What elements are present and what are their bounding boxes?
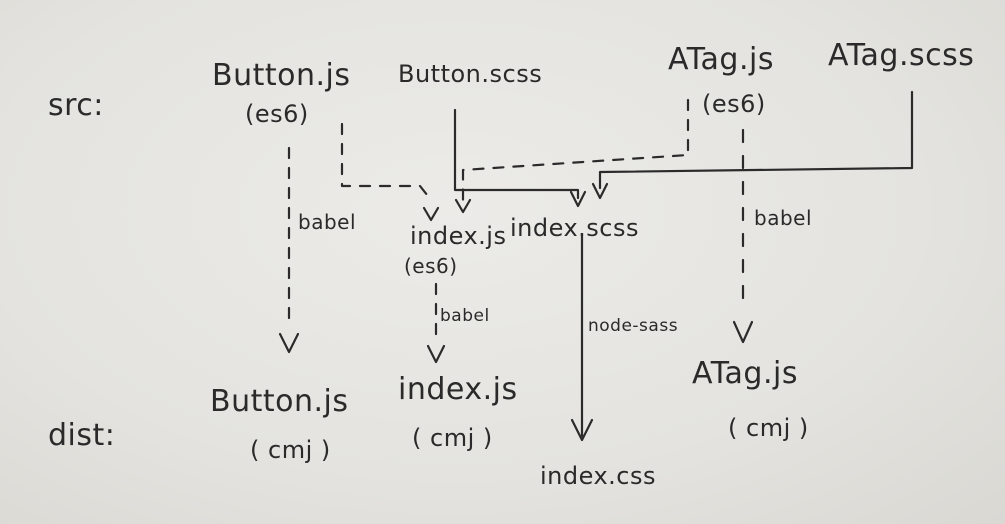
mid-index-scss: index.scss	[510, 214, 639, 242]
src-atag-js: ATag.js	[668, 42, 774, 77]
dist-index-css: index.css	[540, 462, 656, 490]
src-atag-js-note: (es6)	[702, 90, 766, 118]
src-button-js-note: (es6)	[245, 100, 309, 128]
arrowhead-index-scss-a	[569, 190, 587, 208]
arrowhead-dist-index-js	[426, 344, 446, 364]
arrowhead-index-js-b	[454, 198, 472, 214]
edge-label-babel-right: babel	[754, 206, 813, 230]
edge-atag-scss	[598, 90, 914, 190]
edge-button-to-index	[340, 122, 433, 202]
dist-button-js: Button.js	[210, 384, 349, 419]
arrowhead-atag-js	[732, 320, 754, 344]
dist-index-js-note: ( cmj )	[412, 424, 493, 452]
edge-label-node-sass: node-sass	[588, 316, 679, 336]
edge-label-babel-left: babel	[298, 210, 357, 234]
src-button-js: Button.js	[212, 58, 351, 93]
dist-button-js-note: ( cmj )	[250, 436, 331, 464]
src-row-label: src:	[48, 88, 104, 123]
dist-row-label: dist:	[48, 418, 116, 453]
edge-label-babel-middle: babel	[440, 306, 490, 326]
dist-index-js: index.js	[398, 372, 518, 407]
dist-atag-js: ATag.js	[692, 356, 798, 391]
mid-index-js-note: (es6)	[404, 254, 458, 278]
arrowhead-button-js	[278, 332, 300, 354]
edge-button-scss	[453, 108, 580, 200]
arrowhead-index-css	[570, 418, 594, 442]
src-button-scss: Button.scss	[398, 60, 543, 88]
src-atag-scss: ATag.scss	[828, 38, 975, 73]
arrowhead-index-scss-b	[591, 182, 609, 200]
dist-atag-js-note: ( cmj )	[728, 414, 809, 442]
arrowhead-index-js-a	[422, 206, 440, 222]
edge-atag-to-index	[461, 98, 690, 202]
mid-index-js: index.js	[410, 222, 507, 250]
